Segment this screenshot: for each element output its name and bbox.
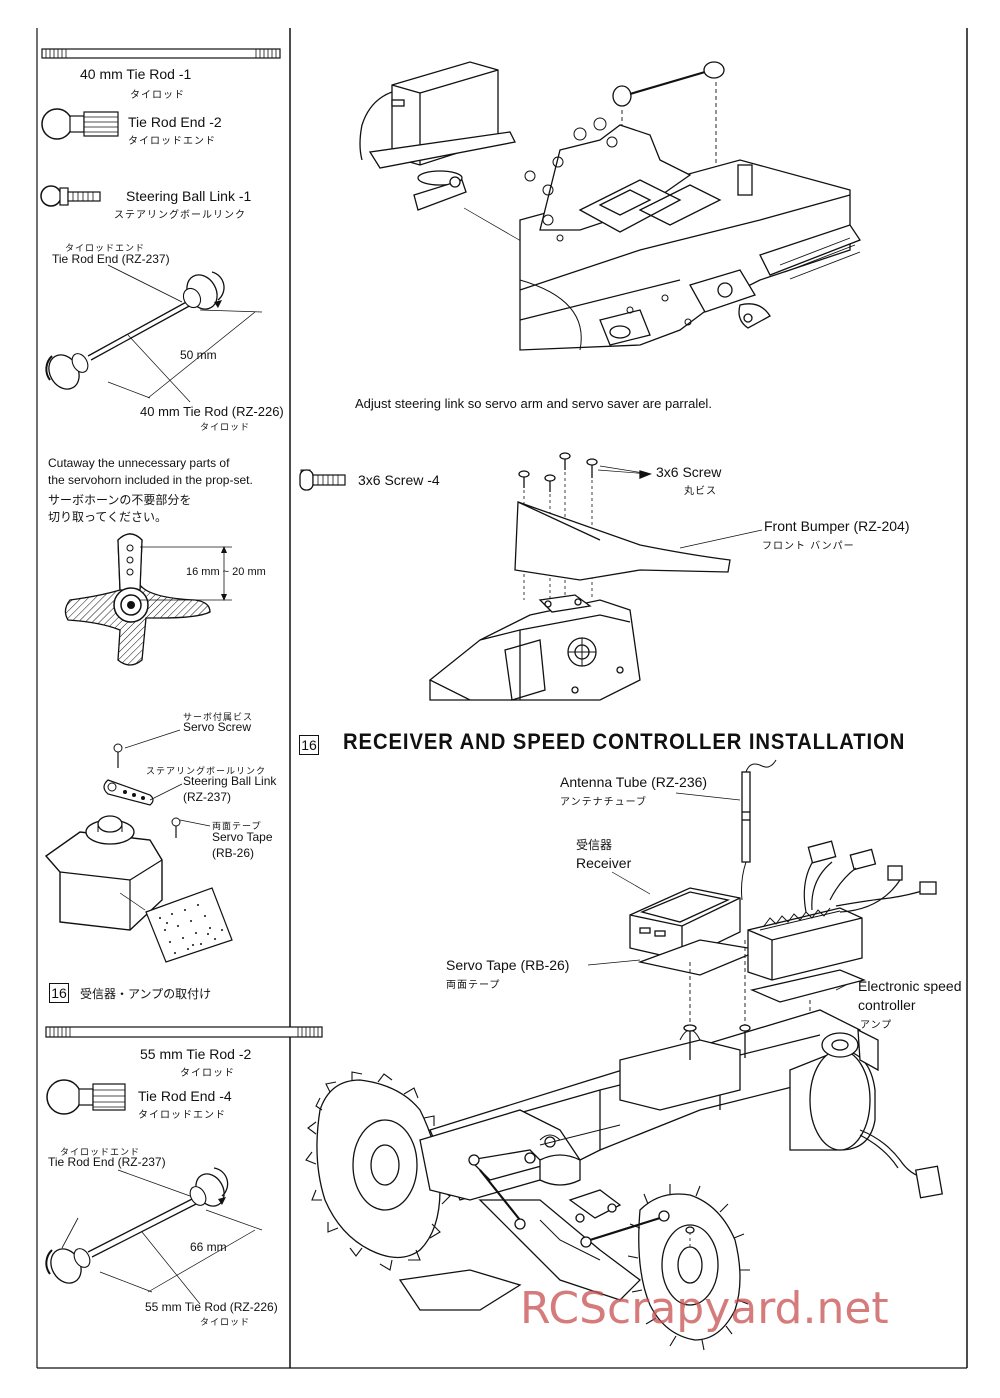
servo-link-label: Steering Ball Link: [183, 774, 277, 788]
receiver-jp: 受信器: [576, 838, 613, 852]
esc-label-1: Electronic speed: [858, 978, 962, 994]
tie-rod-55-label: 55 mm Tie Rod -2: [140, 1046, 252, 1062]
diagram2-end-jp: タイロッドエンド: [60, 1148, 141, 1158]
tape-label: Servo Tape (RB-26): [446, 957, 570, 973]
receiver-label: Receiver: [576, 855, 632, 871]
diagram1-rod-label: 40 mm Tie Rod (RZ-226): [140, 404, 284, 419]
bumper-label: Front Bumper (RZ-204): [764, 518, 910, 534]
cutaway-dim: 16 mm ~ 20 mm: [186, 566, 266, 578]
diagram1-rod-jp: タイロッド: [200, 423, 251, 433]
diagram1-end-jp: タイロッドエンド: [65, 244, 146, 254]
step16-number: 16: [299, 735, 319, 755]
antenna-jp: アンテナチューブ: [560, 797, 647, 808]
step16-jp-text: 受信器・アンプの取付け: [80, 987, 212, 1001]
steering-ball-link-1-label: Steering Ball Link -1: [126, 188, 252, 204]
antenna-label: Antenna Tube (RZ-236): [560, 774, 708, 790]
bumper-jp: フロント バンパー: [762, 541, 855, 552]
diagram2-end-label: Tie Rod End (RZ-237): [48, 1155, 166, 1169]
servo-screw-label: Servo Screw: [183, 720, 252, 734]
servo-link-jp: ステアリングボールリンク: [146, 767, 267, 777]
esc-label-2: controller: [858, 997, 916, 1013]
step16-title: RECEIVER AND SPEED CONTROLLER INSTALLATI…: [343, 729, 906, 754]
tape-jp: 両面テープ: [446, 980, 501, 991]
screw-jp: 丸ビス: [684, 486, 717, 497]
screw-label: 3x6 Screw: [656, 464, 722, 480]
tie-rod-end-4-label: Tie Rod End -4: [138, 1088, 232, 1104]
diagram2-rod-jp: タイロッド: [200, 1318, 251, 1328]
step16-jp-number: 16: [49, 983, 69, 1003]
cutaway-line1: Cutaway the unnecessary parts of: [48, 456, 230, 470]
servo-tape-label: Servo Tape: [212, 830, 273, 844]
diagram2-dim: 66 mm: [190, 1240, 227, 1254]
diagram2-rod-label: 55 mm Tie Rod (RZ-226): [145, 1300, 278, 1314]
esc-jp: アンプ: [860, 1020, 893, 1031]
servo-tape-code: (RB-26): [212, 846, 255, 860]
tie-rod-55-jp: タイロッド: [180, 1068, 235, 1079]
screw-part-label: 3x6 Screw -4: [358, 472, 440, 488]
adjust-note: Adjust steering link so servo arm and se…: [355, 396, 712, 411]
watermark: RCScrapyard.net: [520, 1283, 889, 1334]
cutaway-jp2: 切り取ってください。: [48, 510, 168, 524]
tie-rod-end-2-jp: タイロッドエンド: [128, 136, 216, 147]
tie-rod-end-2-label: Tie Rod End -2: [128, 114, 222, 130]
servo-link-code: (RZ-237): [183, 790, 232, 804]
servo-screw-jp: サーボ付属ビス: [183, 713, 254, 723]
diagram1-end-label: Tie Rod End (RZ-237): [52, 252, 170, 266]
diagram1-dim: 50 mm: [180, 348, 217, 362]
tie-rod-40-label: 40 mm Tie Rod -1: [80, 66, 192, 82]
steering-ball-link-1-jp: ステアリングボールリンク: [114, 210, 246, 221]
tie-rod-40-jp: タイロッド: [130, 90, 185, 101]
tie-rod-end-4-jp: タイロッドエンド: [138, 1110, 226, 1121]
cutaway-line2: the servohorn included in the prop-set.: [48, 473, 253, 487]
cutaway-jp1: サーボホーンの不要部分を: [48, 493, 192, 507]
servo-tape-jp: 両面テープ: [212, 822, 262, 832]
